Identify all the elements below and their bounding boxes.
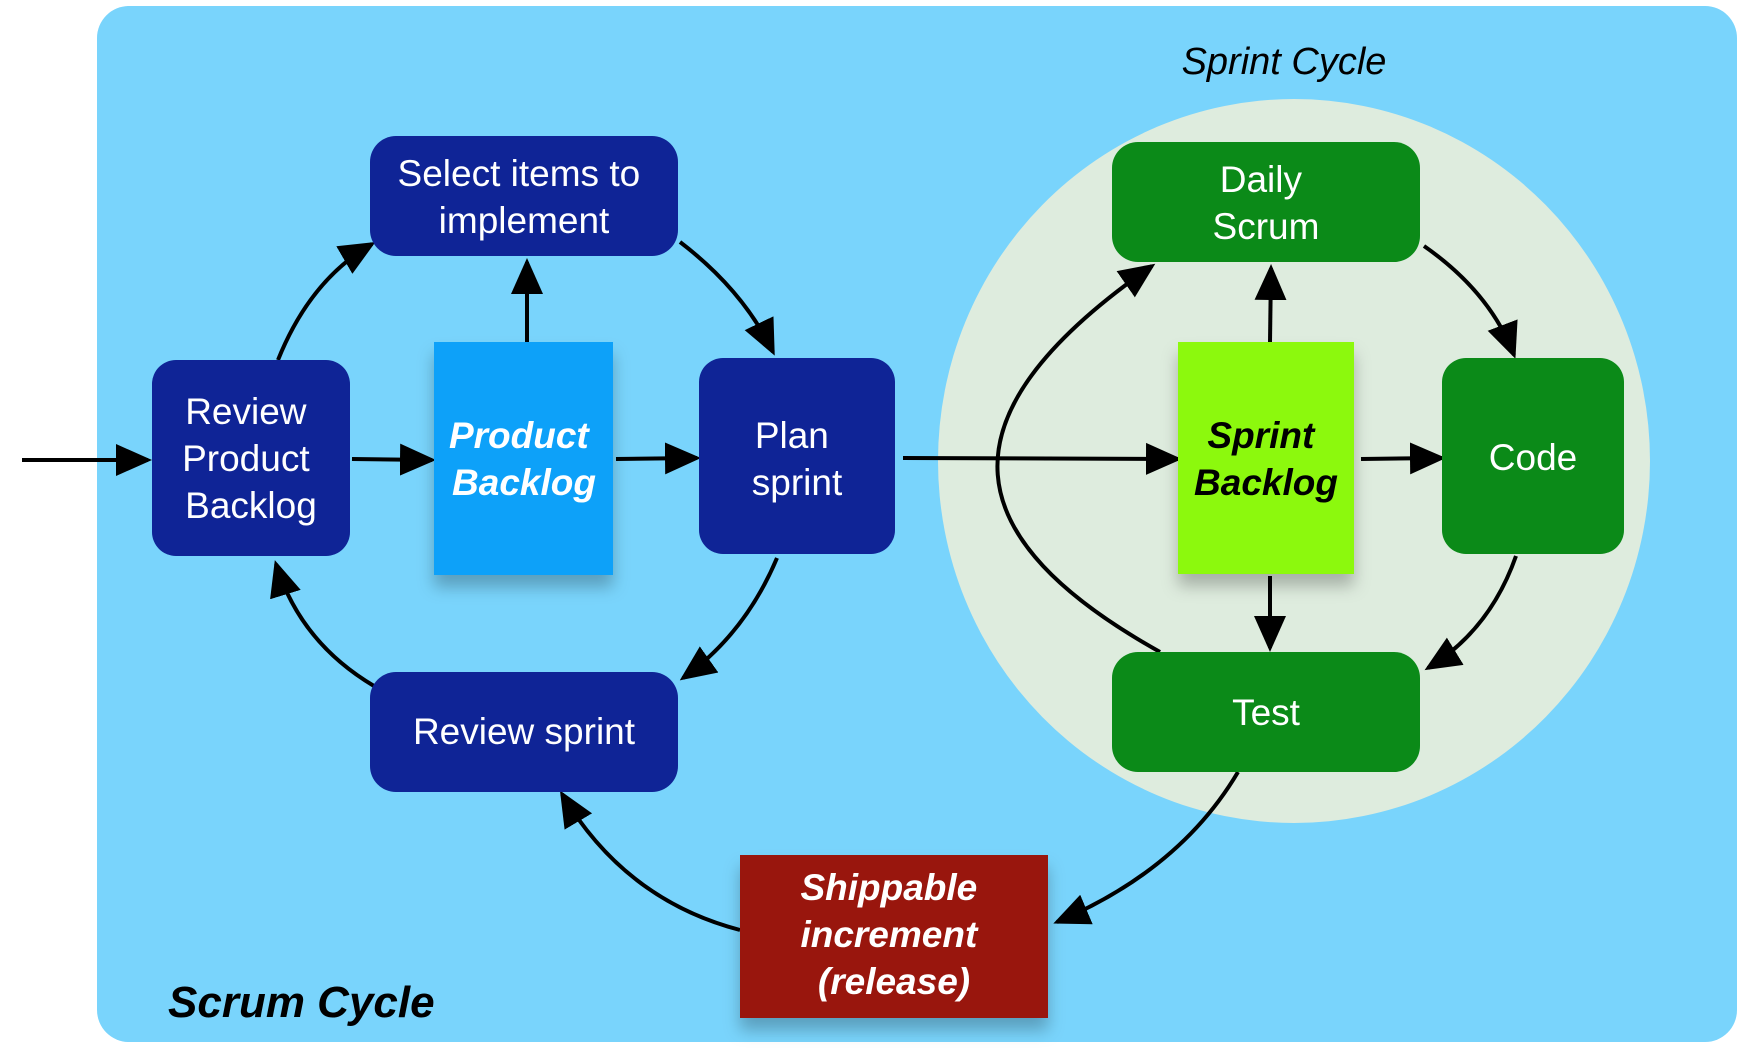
arrow-daily-to-code [1422, 244, 1518, 359]
node-line: Backlog [185, 485, 317, 526]
node-line: Backlog [452, 462, 596, 503]
arrow-review-to-select [276, 241, 376, 361]
node-sprint-backlog: Sprint Backlog [1178, 342, 1354, 574]
svg-text:Sprint Backlog: Sprint Backlog [1194, 415, 1338, 503]
node-line: Shippable [800, 867, 977, 908]
arrow-sprintbacklog-to-daily [1254, 264, 1287, 343]
node-shippable-increment: Shippable increment (release) [740, 855, 1048, 1018]
node-line: increment [800, 914, 979, 955]
node-line: Backlog [1194, 462, 1338, 503]
node-line: Sprint [1207, 415, 1316, 456]
svg-text:Shippable increment: Shippable increment (release) [800, 867, 987, 1002]
node-review-sprint: Review sprint [370, 672, 678, 792]
svg-text:Review Product Bac: Review Product Backlog [182, 391, 320, 526]
arrow-code-to-test [1424, 555, 1518, 671]
arrow-select-to-plan [678, 240, 775, 356]
arrow-test-to-shippable [1053, 770, 1240, 925]
node-select-items: Select items to implement [370, 136, 678, 256]
node-daily-scrum: Daily Scrum [1112, 142, 1420, 262]
arrow-plan-to-sprintbacklog [902, 442, 1182, 475]
node-line: Select items to [398, 153, 641, 194]
arrow-reviewsprint-to-review [270, 560, 376, 688]
arrow-plan-to-reviewsprint [679, 557, 779, 681]
node-line: implement [439, 200, 610, 241]
svg-text:Plan sprint: Plan sprint [752, 415, 843, 503]
svg-text:Code: Code [1489, 437, 1577, 478]
node-line: Code [1489, 437, 1577, 478]
node-test: Test [1112, 652, 1420, 772]
node-code: Code [1442, 358, 1624, 554]
arrow-sprintbacklog-to-code [1360, 442, 1446, 475]
node-line: Product [449, 415, 590, 456]
node-plan-sprint: Plan sprint [699, 358, 895, 554]
arrow-review-to-productbacklog [351, 443, 436, 476]
node-line: Review sprint [413, 711, 636, 752]
node-line: Plan [755, 415, 829, 456]
arrow-test-to-daily [995, 263, 1161, 654]
svg-text:Select items to implemen: Select items to implement [398, 153, 651, 241]
arrows [22, 240, 1518, 932]
node-line: Scrum [1213, 206, 1320, 247]
node-line: Daily [1220, 159, 1303, 200]
node-review-product-backlog: Review Product Backlog [152, 360, 350, 556]
node-line: Review [185, 391, 307, 432]
scrum-cycle-title: Scrum Cycle [168, 978, 435, 1027]
arrow-shippable-to-reviewsprint [559, 790, 741, 932]
node-product-backlog: Product Backlog [434, 342, 613, 575]
sprint-cycle-title: Sprint Cycle [1182, 41, 1387, 83]
node-line: Test [1232, 692, 1301, 733]
arrow-productbacklog-to-plan [615, 442, 701, 475]
node-line: sprint [752, 462, 843, 503]
svg-text:Product Backlog: Product Backlog [449, 415, 599, 503]
svg-text:Review sprint: Review sprint [413, 711, 636, 752]
svg-text:Test: Test [1232, 692, 1301, 733]
svg-text:Daily Scrum: Daily Scrum [1213, 159, 1320, 247]
node-line: (release) [818, 961, 970, 1002]
node-line: Product [182, 438, 310, 479]
